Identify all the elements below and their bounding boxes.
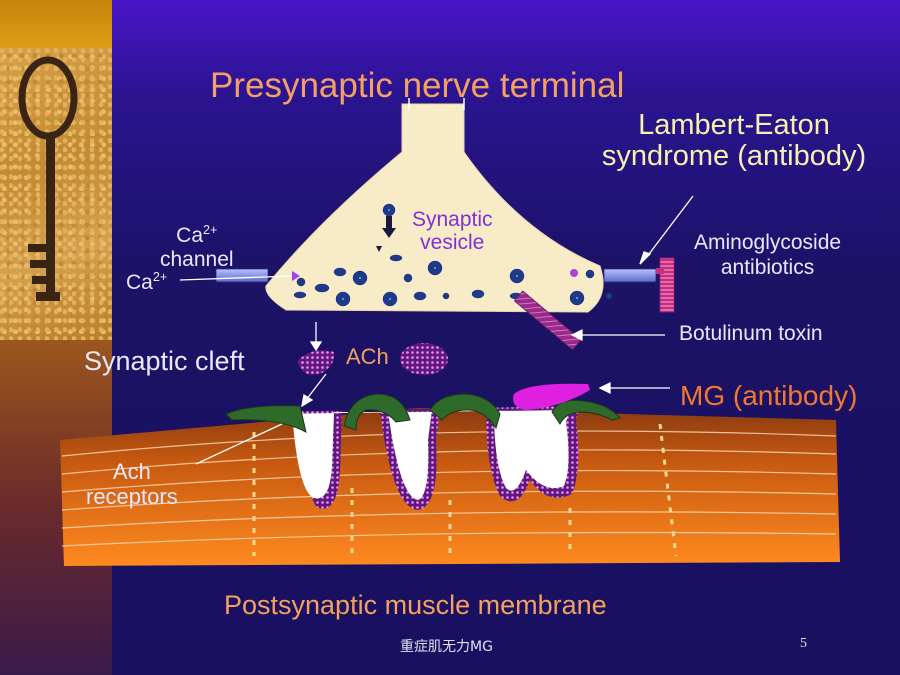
ca-channel-word: channel bbox=[160, 248, 234, 271]
key-icon bbox=[18, 56, 78, 301]
aminoglycoside-stem bbox=[656, 268, 664, 274]
page-number: 5 bbox=[800, 636, 807, 651]
vesicle-down-arrow-icon bbox=[382, 216, 396, 238]
aminoglycoside-line1: Aminoglycoside bbox=[694, 231, 842, 254]
muscle-block bbox=[60, 408, 840, 566]
annotation-pointers bbox=[195, 195, 694, 465]
ach-receptors-label: Ach receptors bbox=[86, 459, 178, 509]
lambert-eaton-label: Lambert-Eaton syndrome (antibody) bbox=[601, 109, 867, 172]
mg-antibody-label: MG (antibody) bbox=[680, 380, 858, 411]
aminoglycoside-line2: antibiotics bbox=[720, 256, 815, 279]
presynaptic-terminal-shape bbox=[265, 103, 604, 313]
ach-receptor-caps bbox=[225, 393, 621, 433]
ca-ion-label: Ca2+ bbox=[126, 270, 167, 295]
ach-receptors-line1: Ach bbox=[112, 459, 151, 484]
synaptic-vesicle-line2: vesicle bbox=[420, 231, 485, 254]
ca-ion-charge: 2+ bbox=[152, 270, 168, 284]
postsynaptic-membrane-label: Postsynaptic muscle membrane bbox=[224, 590, 607, 620]
small-down-arrow-icon bbox=[376, 246, 382, 252]
ach-receptors-line2: receptors bbox=[86, 484, 178, 509]
slide-title: Presynaptic nerve terminal bbox=[210, 66, 625, 105]
ca-channel-label: Ca2+ channel bbox=[160, 218, 234, 272]
ca-channel-charge: 2+ bbox=[203, 223, 218, 237]
aminoglycoside-label: Aminoglycoside antibiotics bbox=[694, 230, 841, 280]
antique-key-photo bbox=[0, 48, 112, 340]
ach-release-cluster bbox=[298, 350, 335, 375]
footer-text: 重症肌无力MG bbox=[400, 639, 493, 655]
postsynaptic-folds bbox=[258, 406, 580, 510]
ca-entry-arrow-icon bbox=[179, 271, 300, 281]
mg-antibody-shape bbox=[513, 383, 590, 410]
aminoglycoside-blocker bbox=[659, 257, 675, 313]
ach-cluster bbox=[400, 343, 448, 375]
synaptic-vesicle-line1: Synaptic bbox=[412, 208, 493, 231]
synaptic-cleft-label: Synaptic cleft bbox=[84, 346, 245, 376]
ca-ion-ca: Ca bbox=[126, 271, 153, 294]
ach-label: ACh bbox=[346, 344, 389, 369]
botulinum-toxin-label: Botulinum toxin bbox=[679, 322, 823, 345]
vesicle-fused-icon bbox=[570, 269, 578, 277]
synaptic-vesicle-label: Synaptic vesicle bbox=[412, 208, 493, 254]
ca-channel-ca: Ca bbox=[176, 224, 204, 247]
vesicle-dots-overlay bbox=[342, 209, 578, 300]
ca-channel-right bbox=[603, 268, 657, 283]
botulinum-toxin-shape bbox=[513, 290, 582, 351]
